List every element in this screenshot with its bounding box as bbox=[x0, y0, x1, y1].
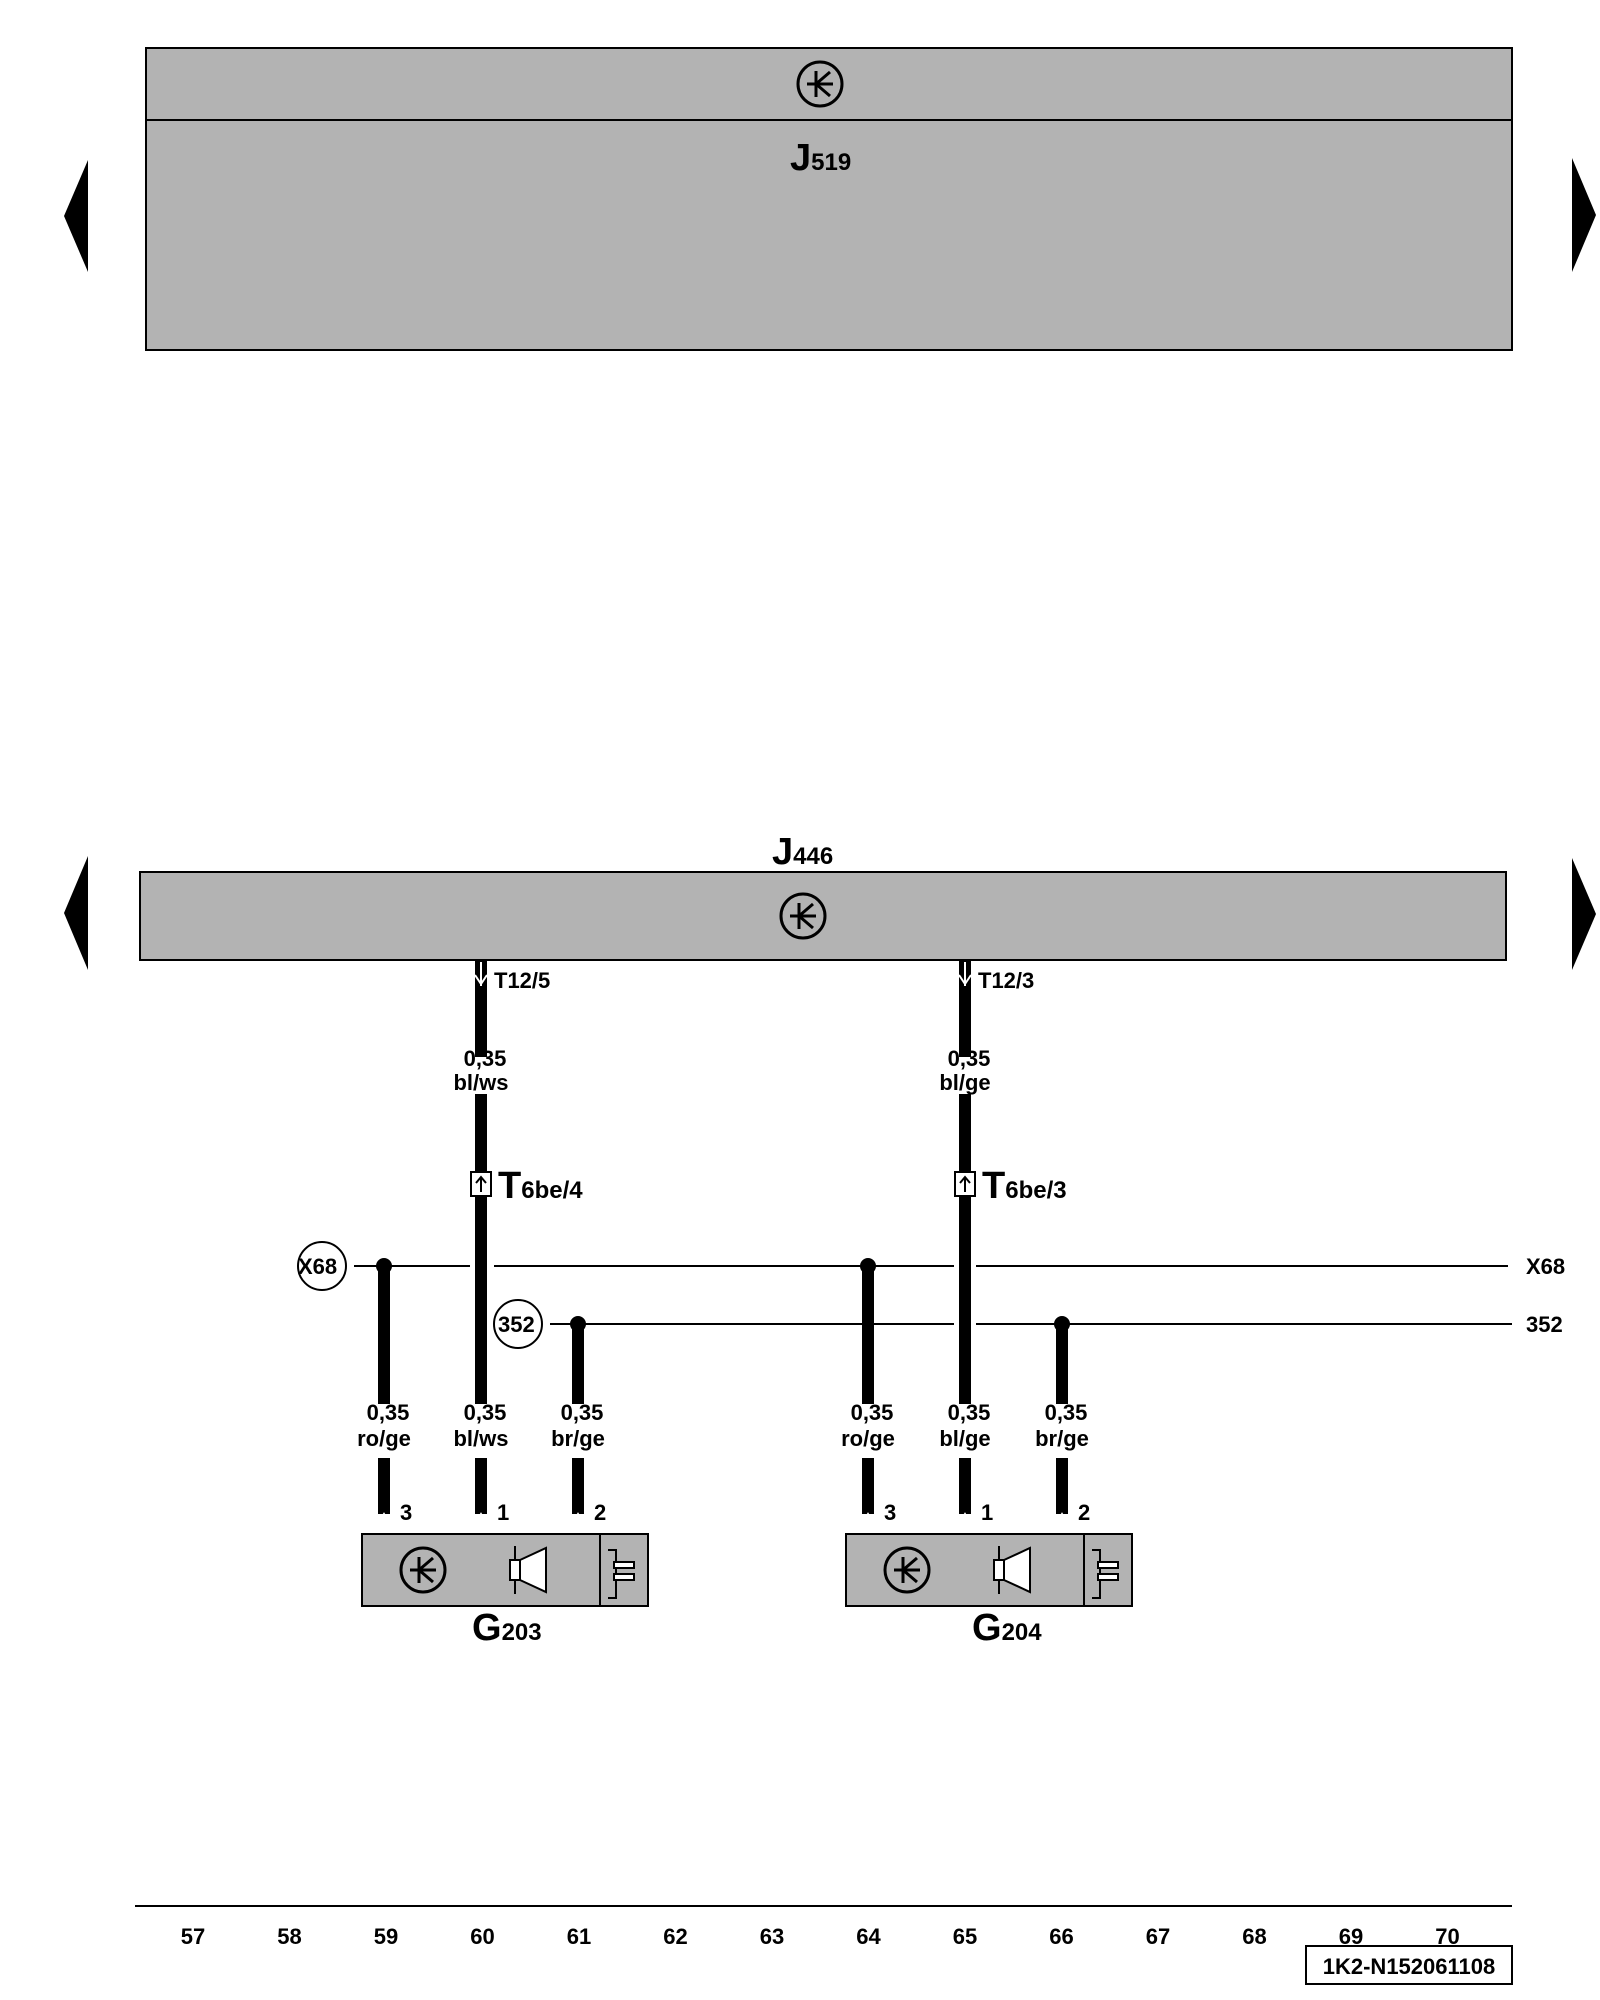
page-prev-arrow-top[interactable] bbox=[64, 160, 88, 272]
bus-352: 352 352 bbox=[493, 1299, 1563, 1349]
g204-pin-2: 2 bbox=[1078, 1500, 1090, 1525]
sensor-element-icon bbox=[1092, 1549, 1119, 1599]
svg-text:J446: J446 bbox=[772, 831, 833, 873]
connector-t6be-4-rest: 6be/4 bbox=[521, 1177, 583, 1204]
wire-g203-a-color: ro/ge bbox=[357, 1426, 411, 1451]
wire-g204-c-color: br/ge bbox=[1035, 1426, 1089, 1451]
bus-x68: X68 X68 bbox=[297, 1241, 1565, 1291]
scale-label: 70 bbox=[1435, 1924, 1459, 1949]
ref-code-box bbox=[1305, 1945, 1513, 1985]
scale-label: 68 bbox=[1242, 1924, 1266, 1949]
wire-t12-5: T12/5 0,35 bl/ws T6be/4 bbox=[453, 960, 583, 1404]
sensor-g203-letter: G bbox=[472, 1607, 502, 1649]
wire-t12-3: T12/3 0,35 bl/ge T6be/3 bbox=[939, 960, 1067, 1404]
sensor-g203: G203 bbox=[361, 1533, 649, 1649]
wires-g203: 0,35 ro/ge 0,35 bl/ws 0,35 br/ge 3 1 2 bbox=[357, 1258, 606, 1525]
wire-upper-right-color: bl/ge bbox=[939, 1070, 990, 1095]
wire-g203-b-gauge: 0,35 bbox=[464, 1400, 507, 1425]
wire-g204-a-gauge: 0,35 bbox=[851, 1400, 894, 1425]
scale-label: 64 bbox=[856, 1924, 881, 1949]
svg-text:T6be/4: T6be/4 bbox=[498, 1165, 583, 1207]
scale-label: 69 bbox=[1339, 1924, 1363, 1949]
bus-352-left-circle bbox=[493, 1299, 543, 1349]
svg-text:J519: J519 bbox=[790, 137, 851, 179]
svg-text:T6be/3: T6be/3 bbox=[982, 1165, 1067, 1207]
control-unit-icon bbox=[779, 892, 827, 940]
wire-g203-a-gauge: 0,35 bbox=[367, 1400, 410, 1425]
page-next-arrow-top[interactable] bbox=[1572, 158, 1596, 272]
splice-dot bbox=[376, 1258, 392, 1274]
sensor-g203-number: 203 bbox=[502, 1619, 542, 1646]
connector-t6be-3-rest: 6be/3 bbox=[1005, 1177, 1066, 1204]
sensor-g204-number: 204 bbox=[1002, 1619, 1043, 1646]
wire-g203-b-color: bl/ws bbox=[453, 1426, 508, 1451]
page-prev-arrow-bottom[interactable] bbox=[64, 856, 88, 970]
sensor-g204-letter: G bbox=[972, 1607, 1002, 1649]
connector-t12-5-label: T12/5 bbox=[494, 968, 550, 993]
bus-x68-right-label: X68 bbox=[1526, 1254, 1565, 1279]
g204-pin-1: 1 bbox=[981, 1500, 993, 1525]
scale-label: 67 bbox=[1146, 1924, 1170, 1949]
bus-352-right-label: 352 bbox=[1526, 1312, 1563, 1337]
scale-label: 59 bbox=[374, 1924, 398, 1949]
module-j446: J446 bbox=[139, 831, 1507, 961]
scale-label: 62 bbox=[663, 1924, 687, 1949]
wire-g204-b-color: bl/ge bbox=[939, 1426, 990, 1451]
connector-t6be-4-letter: T bbox=[498, 1165, 521, 1207]
bus-x68-left-circle bbox=[297, 1241, 347, 1291]
scale-label: 66 bbox=[1049, 1924, 1073, 1949]
scale-label: 63 bbox=[760, 1924, 784, 1949]
module-j446-number: 446 bbox=[793, 843, 833, 870]
wire-g203-c-color: br/ge bbox=[551, 1426, 605, 1451]
scale-label: 61 bbox=[567, 1924, 591, 1949]
connector-t6be-4-icon bbox=[470, 1171, 492, 1197]
control-unit-icon bbox=[883, 1546, 931, 1594]
page-next-arrow-bottom[interactable] bbox=[1572, 858, 1596, 970]
g204-pin-3: 3 bbox=[884, 1500, 896, 1525]
splice-dot bbox=[570, 1316, 586, 1332]
bus-352-left-label: 352 bbox=[498, 1312, 535, 1337]
bus-x68-left-label: X68 bbox=[298, 1254, 337, 1279]
scale-label: 60 bbox=[470, 1924, 494, 1949]
sensor-element-icon bbox=[608, 1549, 635, 1599]
g203-pin-2: 2 bbox=[594, 1500, 606, 1525]
wire-g204-a-color: ro/ge bbox=[841, 1426, 895, 1451]
module-j519-number: 519 bbox=[811, 149, 851, 176]
speaker-icon bbox=[509, 1546, 547, 1594]
wire-upper-right-gauge: 0,35 bbox=[948, 1046, 991, 1071]
scale-labels: 57 58 59 60 61 62 63 64 65 66 67 68 69 70 bbox=[181, 1924, 1460, 1949]
splice-dot bbox=[1054, 1316, 1070, 1332]
wire-g203-c-gauge: 0,35 bbox=[561, 1400, 604, 1425]
svg-text:G204: G204 bbox=[972, 1607, 1042, 1649]
scale-label: 57 bbox=[181, 1924, 205, 1949]
control-unit-icon bbox=[796, 60, 844, 108]
g203-pin-3: 3 bbox=[400, 1500, 412, 1525]
ref-code: 1K2-N152061108 bbox=[1323, 1954, 1495, 1979]
wire-g204-b-gauge: 0,35 bbox=[948, 1400, 991, 1425]
wire-upper-left-color: bl/ws bbox=[453, 1070, 508, 1095]
wire-upper-left-gauge: 0,35 bbox=[464, 1046, 507, 1071]
speaker-icon bbox=[993, 1546, 1031, 1594]
module-j519: J519 bbox=[145, 47, 1513, 351]
connector-t12-3-label: T12/3 bbox=[978, 968, 1034, 993]
sensor-g204: G204 bbox=[845, 1533, 1133, 1649]
wires-g204: 0,35 ro/ge 0,35 bl/ge 0,35 br/ge 3 1 2 bbox=[841, 1258, 1090, 1525]
connector-t6be-3-letter: T bbox=[982, 1165, 1005, 1207]
svg-text:G203: G203 bbox=[472, 1607, 542, 1649]
connector-t6be-3-icon bbox=[954, 1171, 976, 1197]
control-unit-icon bbox=[399, 1546, 447, 1594]
scale-label: 58 bbox=[277, 1924, 301, 1949]
module-j519-letter: J bbox=[790, 137, 811, 179]
g203-pin-1: 1 bbox=[497, 1500, 509, 1525]
wire-g204-c-gauge: 0,35 bbox=[1045, 1400, 1088, 1425]
module-j446-letter: J bbox=[772, 831, 793, 873]
splice-dot bbox=[860, 1258, 876, 1274]
scale-label: 65 bbox=[953, 1924, 977, 1949]
